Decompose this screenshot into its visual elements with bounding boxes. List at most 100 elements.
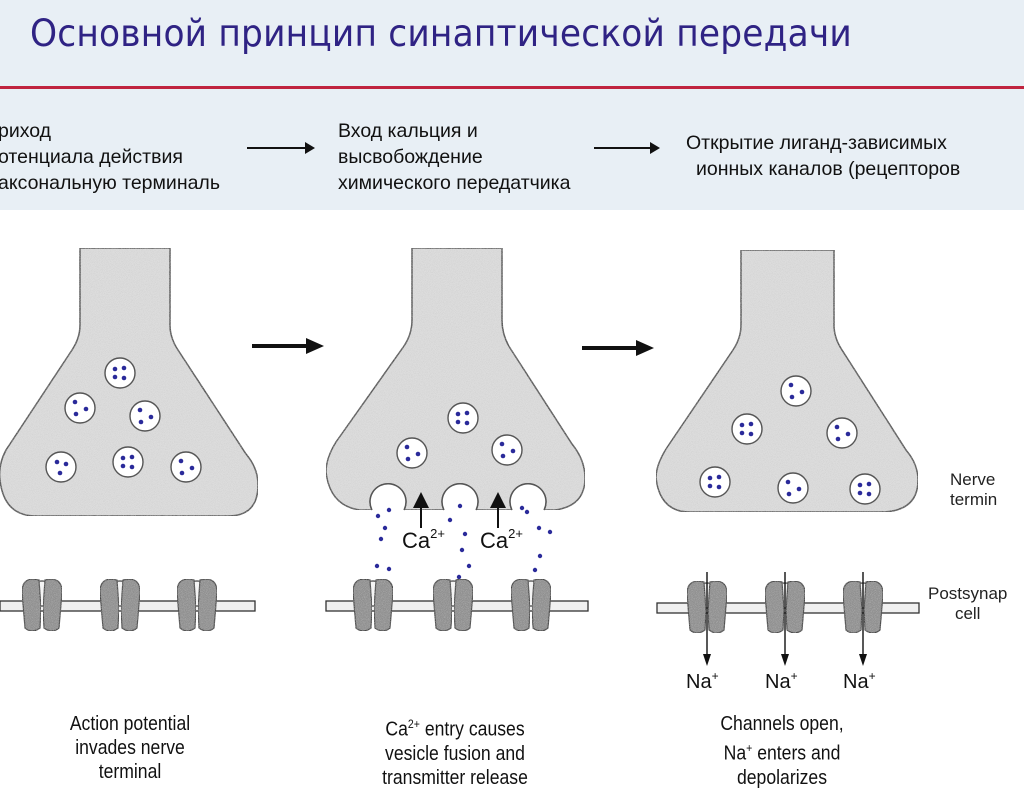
transmitter-dot (739, 422, 745, 428)
panel-2-caption: Ca2+ entry causes vesicle fusion and tra… (354, 712, 556, 790)
transmitter-dot (799, 389, 805, 395)
transmitter-dot (785, 479, 791, 485)
channel-subunit-left (510, 578, 531, 632)
transmitter-dot (834, 424, 840, 430)
receptor-channels (21, 578, 884, 634)
transmitter-dot (464, 410, 470, 416)
step-2-line-1: Вход кальция и (338, 120, 478, 142)
vesicle-membrane (777, 472, 809, 504)
channel-subunit-left (432, 578, 453, 632)
released-transmitter-dot (456, 574, 462, 580)
released-transmitter-dot (519, 505, 525, 511)
released-transmitter-dot (466, 563, 472, 569)
transmitter-dot (178, 458, 184, 464)
vesicle-membrane (45, 451, 77, 483)
caption-charge: 2+ (407, 717, 420, 731)
panel-2-caption-line-3: transmitter release (382, 766, 528, 789)
released-transmitter-dot (459, 547, 465, 553)
arrow-down-icon (859, 654, 867, 666)
released-transmitter-dot (447, 517, 453, 523)
synaptic-vesicle (104, 357, 136, 389)
channel-subunit-right (453, 578, 474, 632)
caption-charge: + (746, 741, 753, 755)
transmitter-dot (83, 406, 89, 412)
synaptic-vesicle (780, 375, 812, 407)
slide-header: Основной принцип синаптической передачи … (0, 0, 1024, 210)
vesicle-membrane (447, 402, 479, 434)
synaptic-vesicle (396, 437, 428, 469)
panel-3-caption-line-3: depolarizes (736, 766, 828, 789)
panel-2-caption-line-2: vesicle fusion and (385, 742, 525, 765)
receptor-channel (176, 578, 218, 632)
channel-subunit-right (863, 580, 884, 634)
channel-subunit-left (176, 578, 197, 632)
sodium-label-1: Na+ (686, 669, 719, 693)
transmitter-dot (121, 365, 127, 371)
arrow-right-icon (306, 338, 324, 354)
nerve-terminal-label: Nerve termin (950, 470, 997, 510)
vesicle-membrane (491, 434, 523, 466)
released-transmitter (374, 503, 553, 580)
nerve-terminal-2 (325, 247, 586, 511)
synaptic-vesicle (849, 473, 881, 505)
arrow-right-icon (636, 340, 654, 356)
synaptic-vesicle (129, 400, 161, 432)
transmitter-dot (500, 453, 506, 459)
step-1-line-2: отенциала действия (0, 146, 183, 168)
transmitter-dot (405, 456, 411, 462)
transmitter-dot (857, 490, 863, 496)
transmitter-dot (788, 382, 794, 388)
channel-subunit-right (373, 578, 394, 632)
released-transmitter-dot (378, 536, 384, 542)
transmitter-dot (857, 482, 863, 488)
sodium-label-2: Na+ (765, 669, 798, 693)
transmitter-dot (866, 491, 872, 497)
title-divider (0, 86, 1024, 89)
step-2-text: Вход кальция и высвобождение химического… (338, 118, 571, 196)
postsynaptic-cell-label: Postsynap cell (928, 584, 1007, 624)
caption-ion: Na (723, 742, 747, 765)
vesicle-membrane (396, 437, 428, 469)
released-transmitter-dot (382, 525, 388, 531)
vesicle-membrane (112, 446, 144, 478)
transmitter-dot (137, 407, 143, 413)
panel-3-caption-line-2: Na+ enters and (685, 736, 879, 766)
transmitter-dot (57, 470, 63, 476)
transmitter-dot (148, 414, 154, 420)
released-transmitter-dot (374, 563, 380, 569)
transmitter-dot (835, 436, 841, 442)
slide-title: Основной принцип синаптической передачи (30, 12, 852, 55)
calcium-label-2: Ca2+ (480, 526, 523, 553)
transmitter-dot (112, 374, 118, 380)
arrow-right-icon (247, 142, 315, 154)
sodium-flow (703, 572, 867, 666)
arrow-right-icon (594, 142, 660, 154)
vesicle-group-1 (45, 357, 202, 483)
synaptic-vesicle (491, 434, 523, 466)
transmitter-dot (72, 399, 78, 405)
step-2-line-2: высвобождение (338, 146, 483, 168)
nerve-terminal-label-line-2: termin (950, 490, 998, 509)
transmitter-dot (789, 394, 795, 400)
panel-3-caption-line-1: Channels open, (720, 713, 844, 735)
released-transmitter-dot (547, 529, 553, 535)
channel-subunit-right (120, 578, 141, 632)
vesicle-membrane (849, 473, 881, 505)
nerve-terminal-label-line-1: Nerve (950, 470, 996, 489)
synaptic-vesicle (45, 451, 77, 483)
released-transmitter-dot (536, 525, 542, 531)
step-3-line-2: ионных каналов (рецепторов (696, 158, 961, 180)
calcium-label-1: Ca2+ (402, 526, 445, 553)
transmitter-dot (707, 475, 713, 481)
vesicle-membrane (64, 392, 96, 424)
step-3-line-1: Открытие лиганд-зависимых (686, 132, 947, 154)
channel-subunit-right (531, 578, 552, 632)
channel-subunit-right (707, 580, 728, 634)
synaptic-vesicle (170, 451, 202, 483)
released-transmitter-dot (375, 513, 381, 519)
transmitter-dot (499, 441, 505, 447)
vesicle-membrane (104, 357, 136, 389)
panel-1-caption-line-1: Action potential (69, 713, 191, 735)
channel-subunit-right (42, 578, 63, 632)
arrow-down-icon (781, 654, 789, 666)
